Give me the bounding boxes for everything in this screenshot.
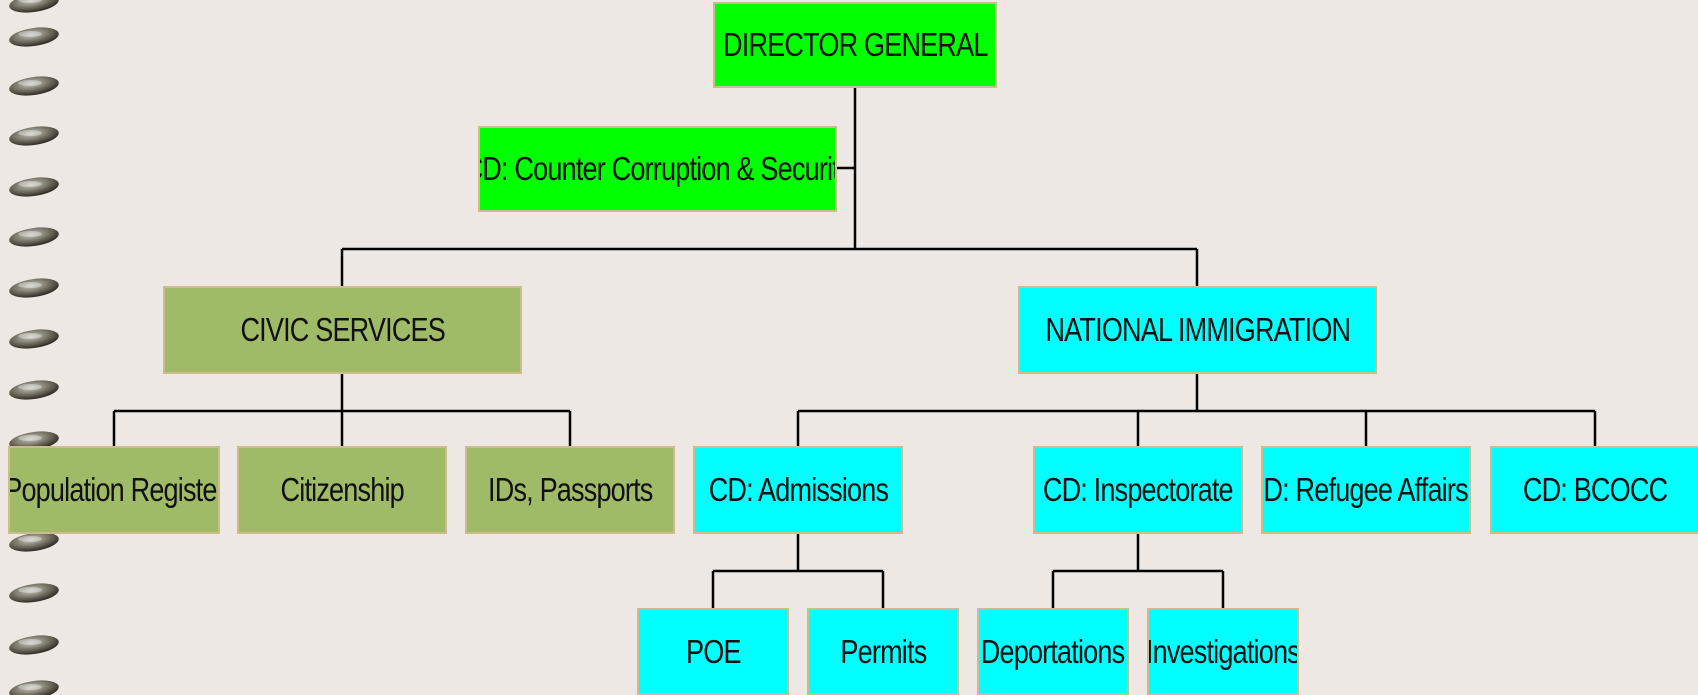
binding-ring-icon: [9, 431, 59, 451]
binding-ring-icon: [9, 635, 59, 655]
population-register-box: Population Register: [8, 446, 220, 534]
counter-corruption-label: CD: Counter Corruption & Security: [478, 150, 837, 187]
deportations-label: Deportations: [981, 632, 1125, 670]
inspectorate-box: CD: Inspectorate: [1033, 446, 1243, 534]
inspectorate-label: CD: Inspectorate: [1043, 471, 1234, 508]
binding-ring-icon: [9, 329, 59, 349]
investigations-label: Investigations: [1147, 632, 1299, 670]
counter-corruption-box: CD: Counter Corruption & Security: [478, 126, 837, 212]
binding-ring-icon: [9, 27, 59, 47]
bcocc-label: CD: BCOCC: [1522, 471, 1668, 508]
ids-passports-box: IDs, Passports: [465, 446, 675, 534]
national-immigration-label: NATIONAL IMMIGRATION: [1045, 311, 1351, 348]
investigations-box: Investigations: [1147, 608, 1299, 695]
director-general-box: DIRECTOR GENERAL: [713, 2, 997, 88]
ids-passports-label: IDs, Passports: [487, 471, 653, 508]
population-register-label: Population Register: [8, 471, 220, 508]
binding-ring-icon: [9, 177, 59, 197]
permits-label: Permits: [840, 632, 927, 670]
refugee-affairs-label: D: Refugee Affairs: [1263, 471, 1469, 508]
deportations-box: Deportations: [977, 608, 1129, 695]
poe-box: POE: [637, 608, 789, 695]
binding-ring-icon: [9, 583, 59, 603]
binding-ring-icon: [9, 126, 59, 146]
notebook-binding: [9, 0, 59, 695]
binding-ring-icon: [9, 0, 59, 13]
refugee-affairs-box: D: Refugee Affairs: [1261, 446, 1471, 534]
admissions-label: CD: Admissions: [708, 471, 888, 508]
citizenship-label: Citizenship: [280, 471, 404, 508]
binding-ring-icon: [9, 380, 59, 400]
civic-services-box: CIVIC SERVICES: [163, 286, 522, 374]
director-general-label: DIRECTOR GENERAL: [722, 26, 988, 63]
binding-ring-icon: [9, 76, 59, 96]
binding-ring-icon: [9, 532, 59, 552]
binding-ring-icon: [9, 227, 59, 247]
binding-ring-icon: [9, 278, 59, 298]
permits-box: Permits: [807, 608, 959, 695]
civic-services-label: CIVIC SERVICES: [240, 311, 445, 348]
national-immigration-box: NATIONAL IMMIGRATION: [1018, 286, 1377, 374]
bcocc-box: CD: BCOCC: [1490, 446, 1698, 534]
admissions-box: CD: Admissions: [693, 446, 903, 534]
citizenship-box: Citizenship: [237, 446, 447, 534]
poe-label: POE: [685, 632, 742, 670]
